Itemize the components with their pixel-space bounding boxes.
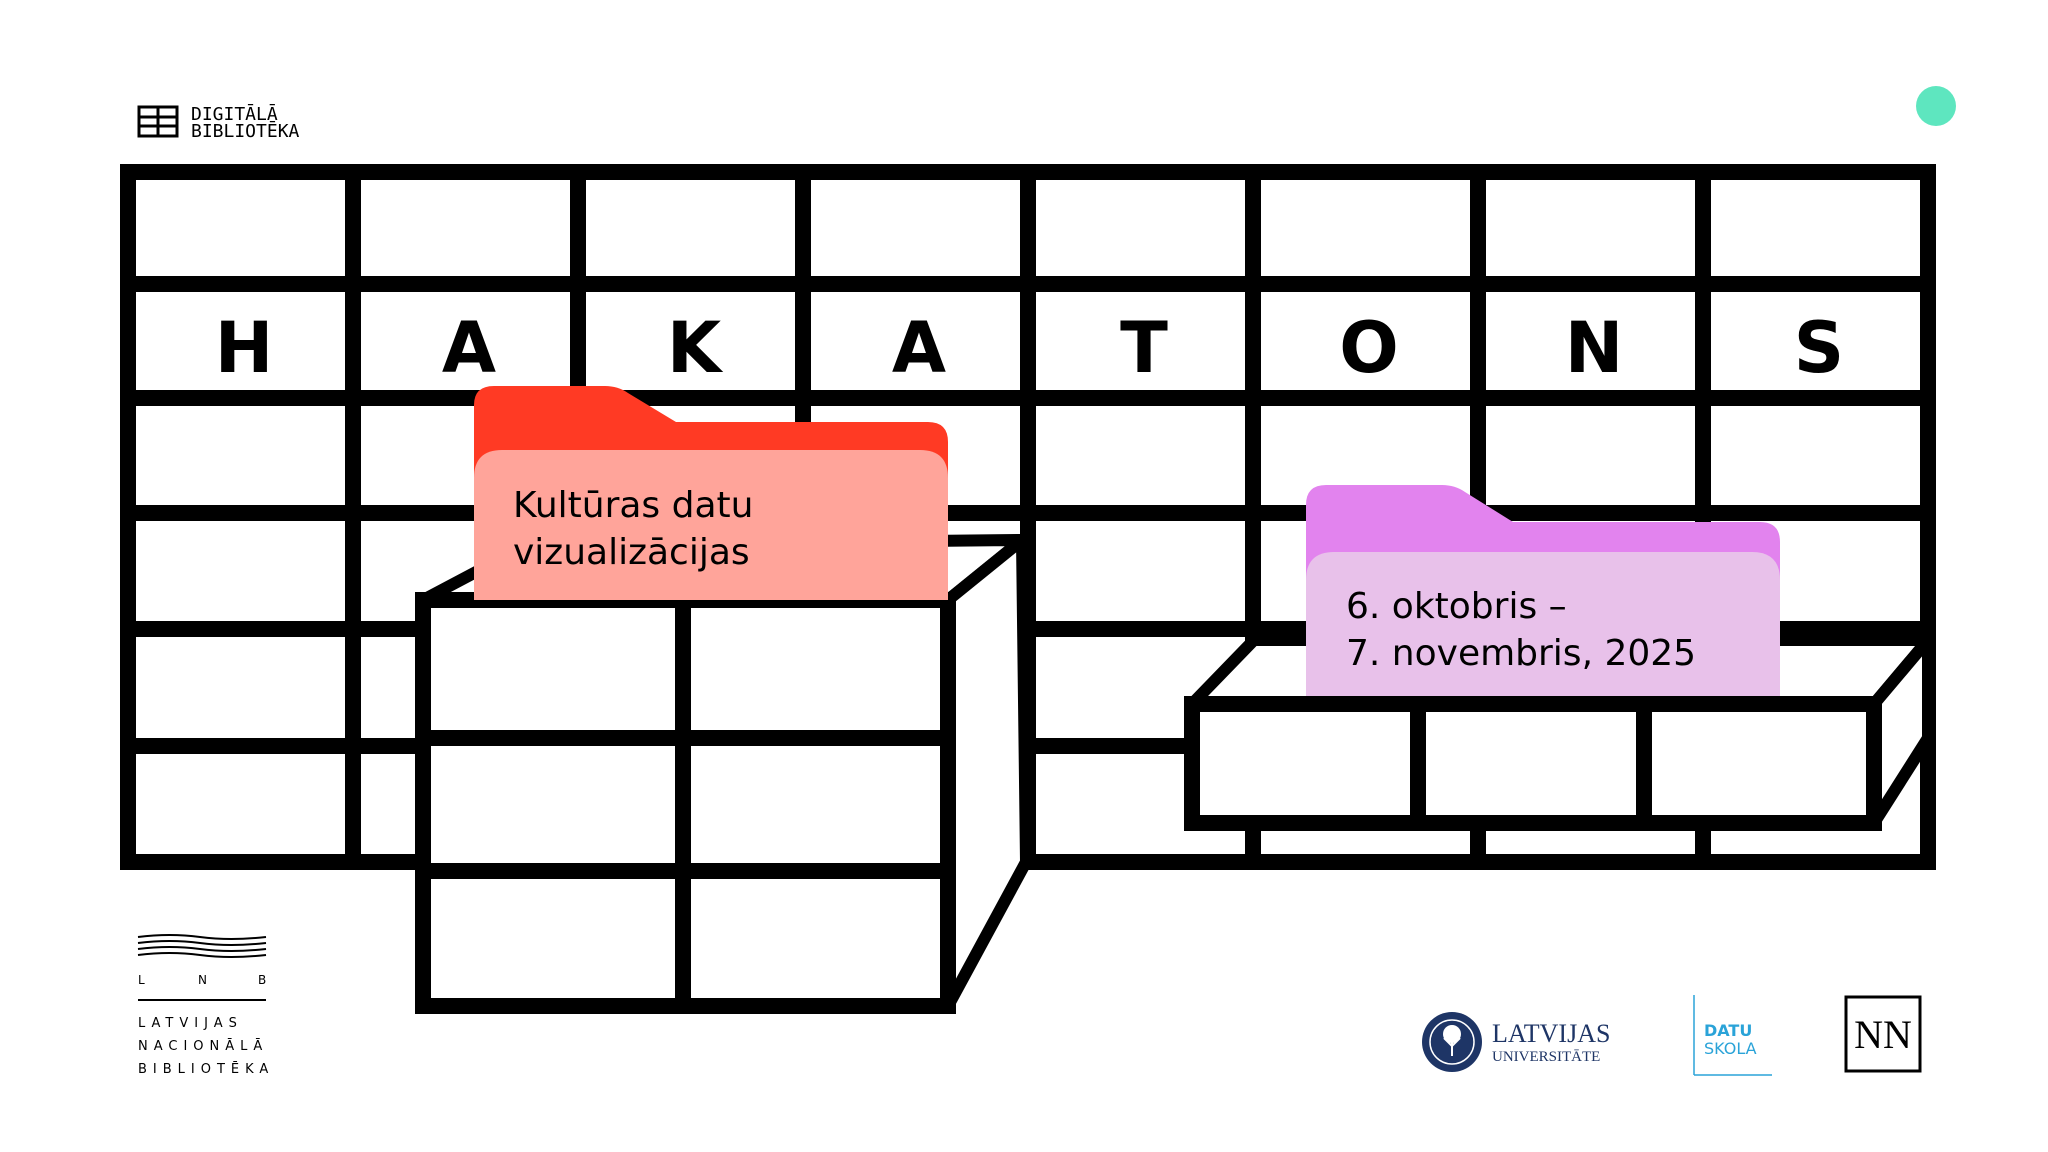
title-letter: A	[892, 307, 946, 389]
lnb-name-line3: BIBLIOTĒKA	[138, 1062, 274, 1077]
title-letter: T	[1120, 307, 1168, 389]
folder-label-line1: Kultūras datu	[513, 485, 753, 526]
right-drawer-front	[1184, 634, 1934, 831]
lnb-letter-l: L	[138, 973, 145, 987]
lu-name-line2: UNIVERSITĀTE	[1492, 1049, 1600, 1065]
title-letter: N	[1565, 307, 1624, 389]
left-drawer-cabinet	[415, 534, 1032, 1014]
datu-name-line2: SKOLA	[1704, 1039, 1757, 1058]
datu-axis-icon	[1693, 995, 1772, 1076]
nn-logo: NN	[1844, 995, 1922, 1073]
lu-logo: LATVIJAS UNIVERSITĀTE	[1422, 1012, 1610, 1072]
lnb-letter-n: N	[198, 973, 207, 987]
brand-name-line1: DIGITĀLĀ	[191, 103, 278, 125]
lu-seal-icon	[1422, 1012, 1482, 1072]
grid-logo-icon	[137, 105, 179, 138]
folder-kulturas: Kultūras datu vizualizācijas	[474, 386, 948, 600]
brand-name-line2: BIBLIOTĒKA	[191, 120, 300, 142]
lnb-letter-b: B	[258, 973, 266, 987]
title-letter: A	[442, 307, 496, 389]
digitala-biblioteka-logo: DIGITĀLĀ BIBLIOTĒKA	[137, 103, 300, 142]
title-letter: O	[1339, 307, 1399, 389]
title-letter: K	[667, 307, 724, 389]
title-letter: H	[215, 307, 274, 389]
hakatons-title: H A K A T O N S	[215, 307, 1845, 389]
accent-dot	[1916, 86, 1956, 126]
lnb-waves-icon	[137, 934, 267, 958]
date-line2: 7. novembris, 2025	[1346, 633, 1696, 674]
lnb-name-line2: NACIONĀLĀ	[138, 1039, 268, 1054]
title-letter: S	[1794, 307, 1844, 389]
date-line1: 6. oktobris –	[1346, 586, 1567, 627]
folder-label-line2: vizualizācijas	[513, 532, 750, 573]
lnb-name-line1: LATVIJAS	[138, 1016, 243, 1031]
nn-text: NN	[1854, 1012, 1912, 1057]
folder-dates: 6. oktobris – 7. novembris, 2025	[1306, 485, 1780, 704]
lu-name-line1: LATVIJAS	[1492, 1019, 1610, 1048]
datu-skola-logo: DATU SKOLA	[1693, 995, 1772, 1076]
datu-name-line1: DATU	[1704, 1021, 1752, 1040]
lnb-logo: L N B LATVIJAS NACIONĀLĀ BIBLIOTĒKA	[137, 934, 274, 1077]
